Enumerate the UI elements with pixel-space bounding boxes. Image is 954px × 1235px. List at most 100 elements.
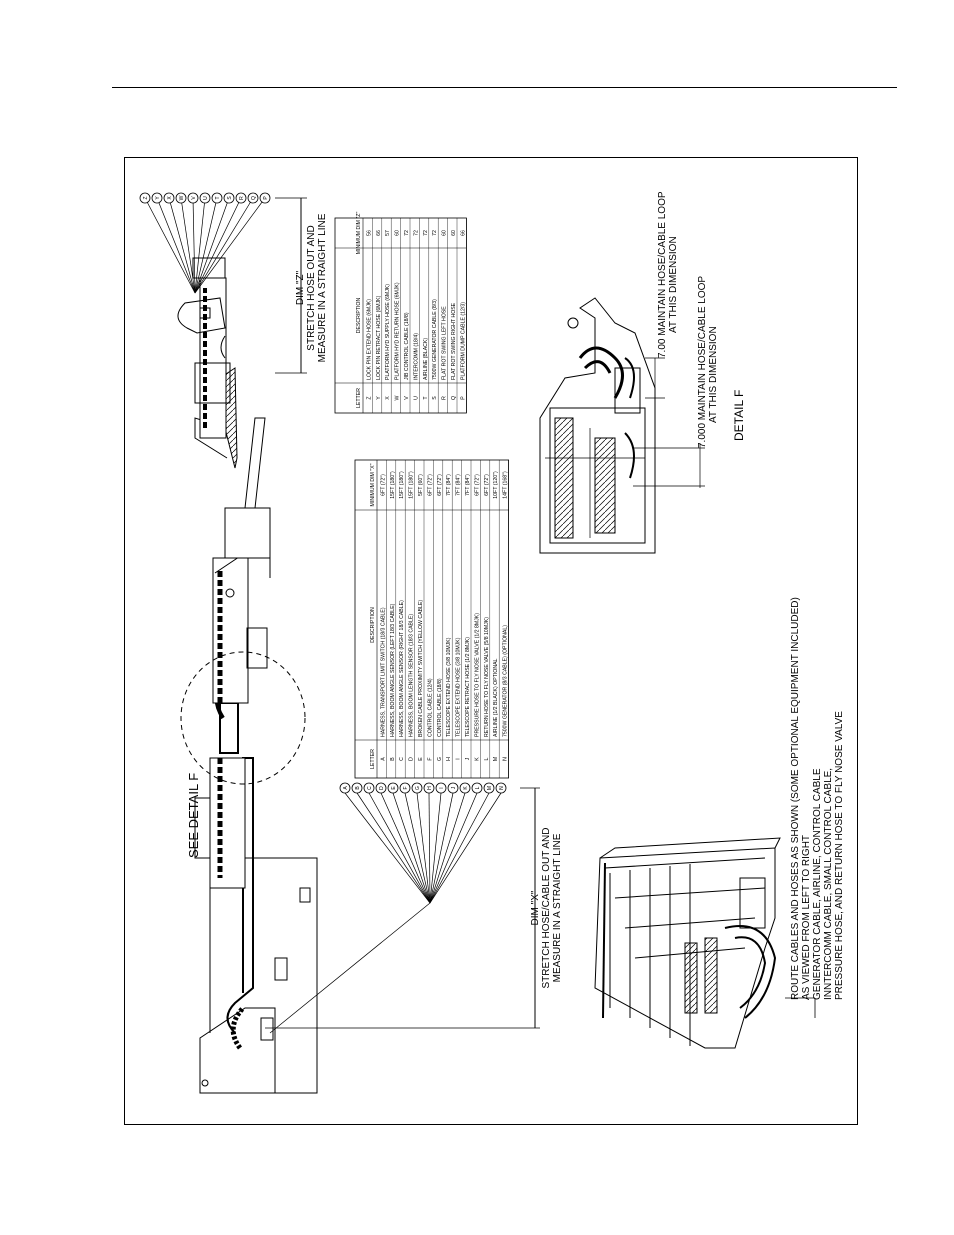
rotated-labels: SEE DETAIL F DIM "Z" STRETCH HOSE OUT AN… [186, 191, 845, 1000]
table-cell: D [409, 757, 415, 761]
callout-letter: J [451, 786, 457, 789]
callout-bubble: M [483, 782, 495, 794]
table-cell: M [493, 757, 499, 761]
callout-letter: F [403, 786, 409, 789]
table-cell: AIRLINE (1/2 BLACK) OPTIONAL [493, 658, 499, 737]
callout-bubble: S [223, 192, 235, 204]
table-cell: 7FT (84") [446, 474, 452, 496]
dim-x-label: DIM "X" [530, 890, 541, 925]
table-cell: BROKEN CABLE PROXIMITY SWITCH (YELLOW CA… [418, 600, 424, 737]
table-cell: F [427, 757, 433, 760]
table-cell: 6FT (72") [484, 474, 490, 496]
callout-bubble: F [399, 782, 411, 794]
table-cell: 72 [404, 230, 410, 236]
see-detail-label: SEE DETAIL F [186, 773, 201, 858]
table-cell: PRESSURE HOSE TO FLY NOSE VALVE (1/2 8MJ… [474, 613, 480, 737]
table-cell: INTERCOMM (18/4) [413, 333, 419, 380]
table-cell: AIRLINE (BLACK) [423, 338, 429, 380]
table-cell: CONTROL CABLE (12/4) [427, 678, 433, 737]
table-cell: E [418, 757, 424, 761]
route-note-2: AS VIEWED FROM LEFT TO RIGHT [801, 835, 812, 1000]
route-note-3: GENERATOR CABLE, AIRLINE, CONTROL CABLE [812, 768, 823, 1000]
callout-letter: T [215, 196, 221, 199]
table-cell: 6FT (72") [380, 474, 386, 496]
callout-bubble: B [351, 782, 363, 794]
callout-bubble: K [459, 782, 471, 794]
table-cell: TELESCOPE EXTEND HOSE (3/8 10MJK) [446, 637, 452, 737]
table-cell: B [390, 757, 396, 761]
callout-bubble: P [259, 192, 271, 204]
table-cell: 6FT (72") [474, 474, 480, 496]
callout-bubble: C [363, 782, 375, 794]
callout-letter: Z [143, 196, 149, 199]
callout-letter: S [227, 196, 233, 200]
callout-bubble: W [175, 192, 187, 204]
detail-f-drawing [539, 297, 705, 554]
callout-bubble: V [187, 192, 199, 204]
table-cell: J [465, 757, 471, 760]
table-cell: 15FT (180") [399, 471, 405, 499]
dim-z-note-1: STRETCH HOSE OUT AND [306, 225, 317, 350]
callout-bubble: N [495, 782, 507, 794]
table-cell: FLAT ROT SWING RIGHT HOSE [451, 302, 457, 380]
callout-bubble: Y [151, 192, 163, 204]
table-header: DESCRIPTION [356, 298, 362, 334]
loop-note-b-1: 7.000 MAINTAIN HOSE/CABLE LOOP [697, 276, 708, 448]
callout-letter: H [427, 786, 433, 790]
table-cell: HARNESS, TRANSPORT LIMIT SWITCH (18/3 CA… [380, 607, 386, 737]
route-note-1: ROUTE CABLES AND HOSES AS SHOWN (SOME OP… [790, 597, 801, 1000]
table-header: LETTER [370, 749, 376, 769]
table-cell: P [460, 396, 466, 400]
table-cell: T [423, 396, 429, 400]
callout-letter: R [239, 196, 245, 200]
table-header: LETTER [356, 388, 362, 408]
callout-letter: C [367, 786, 373, 790]
table-cell: S [432, 396, 438, 400]
table-cell: 72 [432, 230, 438, 236]
table-cell: Z [366, 396, 372, 399]
table-cell: 60 [451, 230, 457, 236]
callout-letter: L [475, 786, 481, 789]
table-cell: 72 [423, 230, 429, 236]
table-cell: H [446, 757, 452, 761]
callout-bubble: R [235, 192, 247, 204]
table-cell: HARNESS, BOOM ANGLE SENSOR (RIGHT 18/3 C… [399, 600, 405, 737]
callout-bubble: J [447, 782, 459, 794]
table-cell: L [484, 757, 490, 760]
callout-letter: B [355, 786, 361, 790]
table-cell: PLATFORM HYD RETURN HOSE (6MJK) [395, 282, 401, 380]
callout-letter: K [463, 786, 469, 790]
callout-bubble: G [411, 782, 423, 794]
callout-letter: V [191, 196, 197, 200]
table-cell: N [503, 757, 509, 761]
callout-bubble: Q [247, 192, 259, 204]
header-rule [112, 87, 897, 88]
callout-bubble: E [387, 782, 399, 794]
callout-bubble: A [339, 782, 351, 794]
callout-letter: M [487, 786, 493, 790]
table-cell: 60 [395, 230, 401, 236]
table-cell: 56 [366, 230, 372, 236]
table-cell: LOCK PIN RETRACT HOSE (6MJK) [376, 295, 382, 380]
table-cell: 10FT (120") [493, 471, 499, 499]
callout-letter: P [263, 196, 269, 200]
table-cell: Y [376, 396, 382, 400]
dim-x-note-1: STRETCH HOSE/CABLE OUT AND [541, 828, 552, 989]
table-cell: Q [451, 396, 457, 400]
table-cell: U [413, 396, 419, 400]
callout-letter: D [379, 786, 385, 790]
callout-letter: Y [155, 196, 161, 200]
callout-tree-z [144, 197, 307, 374]
table-cell: R [442, 396, 448, 400]
callout-letter: N [499, 786, 505, 790]
table-cell: 6FT (72") [427, 474, 433, 496]
table-cell: PLATFORM DUMP CABLE (12/3) [460, 302, 466, 380]
table-header: DESCRIPTION [370, 607, 376, 643]
callout-bubble: I [435, 782, 447, 794]
table-cell: 15FT (180") [390, 471, 396, 499]
